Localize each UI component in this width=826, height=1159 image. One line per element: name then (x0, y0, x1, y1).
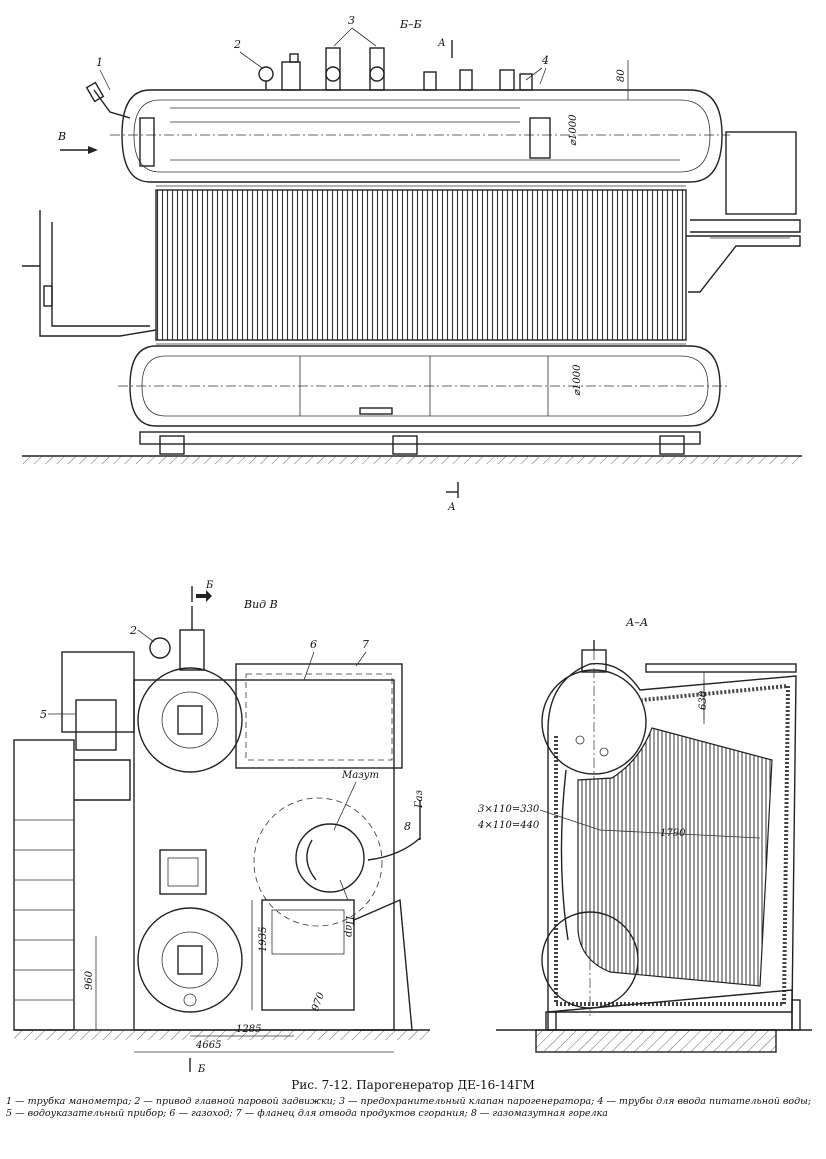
lower-drum-casing (129, 345, 721, 427)
support-middle (392, 435, 418, 455)
boiler-casing-front (133, 679, 395, 1031)
callout-2-front: 2 (129, 624, 137, 637)
valve-drive-2 (149, 637, 171, 659)
cut-a-top-label: А (437, 38, 446, 49)
cut-b-top-label: Б (205, 580, 214, 591)
upper-drum-casing (121, 89, 723, 183)
dim-80: 80 (616, 69, 627, 82)
manometer-tube (93, 89, 131, 119)
upper-drum-shell (133, 99, 711, 173)
label-gaz: Газ (414, 790, 425, 809)
fan-unit (261, 899, 355, 1011)
side-section-view: В Б–Б А А 1 2 3 4 80 ⌀1000 ⌀1000 (22, 14, 802, 513)
callout-8: 8 (404, 820, 411, 833)
top-fittings (258, 47, 533, 91)
flue-box-6 (235, 663, 403, 769)
inspection-door (159, 849, 207, 895)
callout-5: 5 (40, 708, 47, 721)
callout-6: 6 (310, 638, 317, 651)
dim-1285: 1285 (236, 1024, 261, 1035)
aa-casing (547, 662, 797, 1013)
section-aa-title: А–А (625, 616, 648, 629)
figure-caption: Рис. 7-12. Парогенератор ДЕ-16-14ГМ (291, 1078, 535, 1092)
dim-3x110: 3×110=330 (478, 804, 540, 815)
label-mazut: Мазут (341, 770, 379, 781)
support-right (659, 435, 685, 455)
lower-drum-shell (141, 355, 709, 417)
view-v-title: Вид В (243, 598, 278, 611)
left-duct (39, 210, 157, 337)
dim-1935: 1935 (258, 927, 269, 952)
dim-960: 960 (84, 970, 95, 990)
dim-630: 630 (698, 690, 709, 710)
callout-4: 4 (541, 54, 549, 67)
support-left (159, 435, 185, 455)
callout-1: 1 (96, 56, 103, 69)
outlet-flange-7 (645, 663, 797, 673)
view-arrow-label: В (57, 130, 66, 143)
label-par: Пар (343, 915, 354, 938)
lower-drum-front (137, 907, 243, 1013)
callout-7: 7 (362, 638, 369, 651)
aa-tube-bank (577, 727, 773, 987)
service-stair (13, 739, 75, 1031)
water-indicator-frame (61, 651, 135, 733)
dim-upper-drum: ⌀1000 (568, 114, 579, 146)
feed-water-inlet (529, 117, 551, 159)
furnace-circle (253, 797, 383, 927)
figure-legend: 1 — трубка манометра; 2 — привод главной… (6, 1096, 812, 1119)
dim-4x110: 4×110=440 (477, 820, 540, 831)
cut-b-bottom-label: Б (197, 1064, 206, 1075)
burner-8 (295, 823, 365, 893)
gas-pipe (367, 837, 421, 861)
main-steam-valve (179, 629, 205, 671)
upper-drum-front (137, 667, 243, 773)
manhole-left (139, 117, 155, 167)
section-bb-label: Б–Б (399, 18, 422, 31)
cut-a-bottom-label: А (447, 502, 456, 513)
front-view-v: Вид В (13, 580, 430, 1075)
base-frame (139, 431, 701, 445)
callout-3: 3 (348, 14, 355, 27)
gas-outlet-right (725, 131, 797, 215)
ground-hatch (22, 456, 802, 464)
dim-4665: 4665 (195, 1040, 221, 1051)
callout-2: 2 (233, 38, 241, 51)
dim-lower-drum: ⌀1000 (572, 364, 583, 396)
convective-tube-bank (156, 190, 686, 340)
cross-section-aa: А–А 630 3×110=330 4×110=440 (477, 616, 812, 1053)
